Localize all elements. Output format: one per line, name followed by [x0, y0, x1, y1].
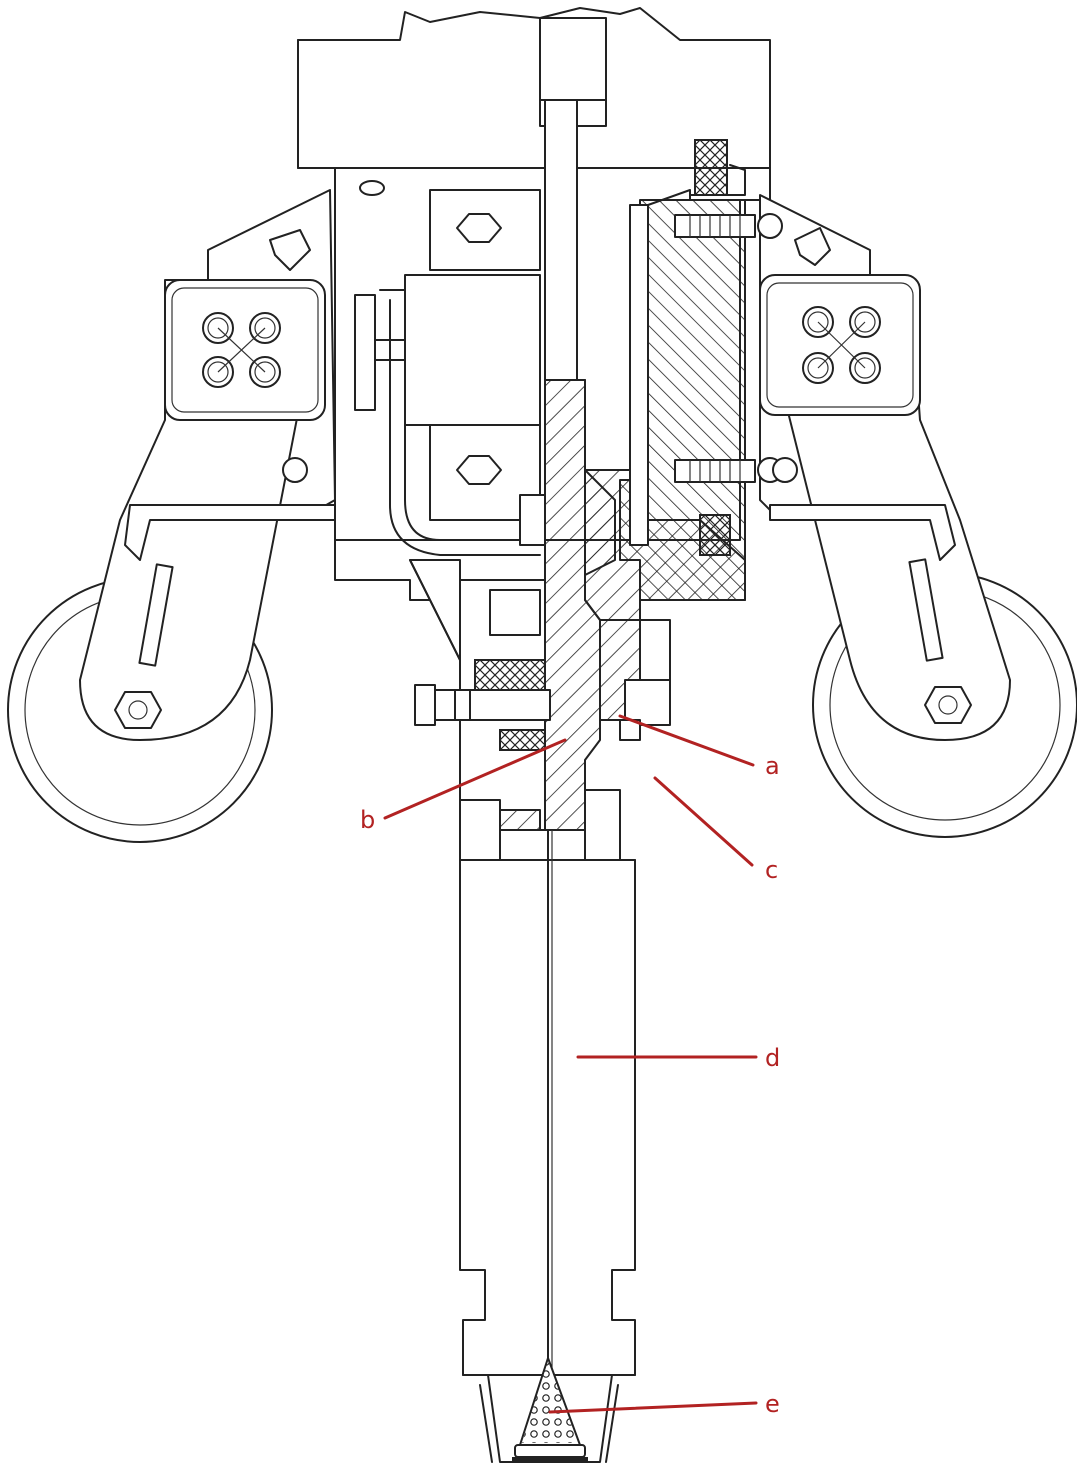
left-roller-assembly	[7, 279, 336, 843]
leader-e	[548, 1401, 758, 1414]
right-gear-housing	[584, 139, 783, 741]
right-bolt-plate	[759, 274, 921, 416]
seal-cap	[694, 139, 728, 196]
bolt-thread-upper	[674, 214, 756, 238]
left-bolt-plate	[164, 279, 326, 421]
callouts: a b c d e	[360, 714, 780, 1418]
label-c: c	[765, 856, 778, 884]
label-b: b	[360, 806, 375, 834]
right-bolt-group	[802, 306, 881, 384]
cross-bolt	[424, 689, 551, 721]
leader-a	[618, 714, 755, 767]
leader-c	[653, 776, 754, 867]
label-e: e	[765, 1390, 780, 1418]
hex-bolt-lower	[456, 455, 502, 485]
left-lower-assembly	[409, 559, 551, 861]
left-bolt-group	[202, 312, 281, 388]
label-d: d	[765, 1044, 780, 1072]
label-a: a	[765, 752, 780, 780]
spindle-tube	[459, 789, 636, 1463]
leader-b	[383, 738, 567, 820]
right-roller-assembly	[759, 274, 1077, 838]
hex-bolt-upper	[456, 213, 502, 243]
left-axle-nut	[114, 691, 162, 729]
bolt-thread-lower	[674, 459, 756, 483]
right-axle-nut	[924, 686, 972, 724]
clamp-assembly	[354, 189, 541, 556]
